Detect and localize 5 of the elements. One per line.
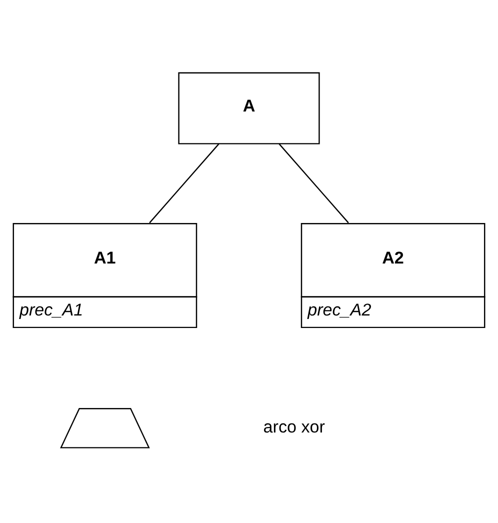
legend-label: arco xor: [263, 418, 326, 437]
connector: [149, 144, 220, 224]
node-box: A: [178, 72, 320, 144]
node-trapezium: [60, 408, 150, 448]
connector: [278, 144, 349, 224]
